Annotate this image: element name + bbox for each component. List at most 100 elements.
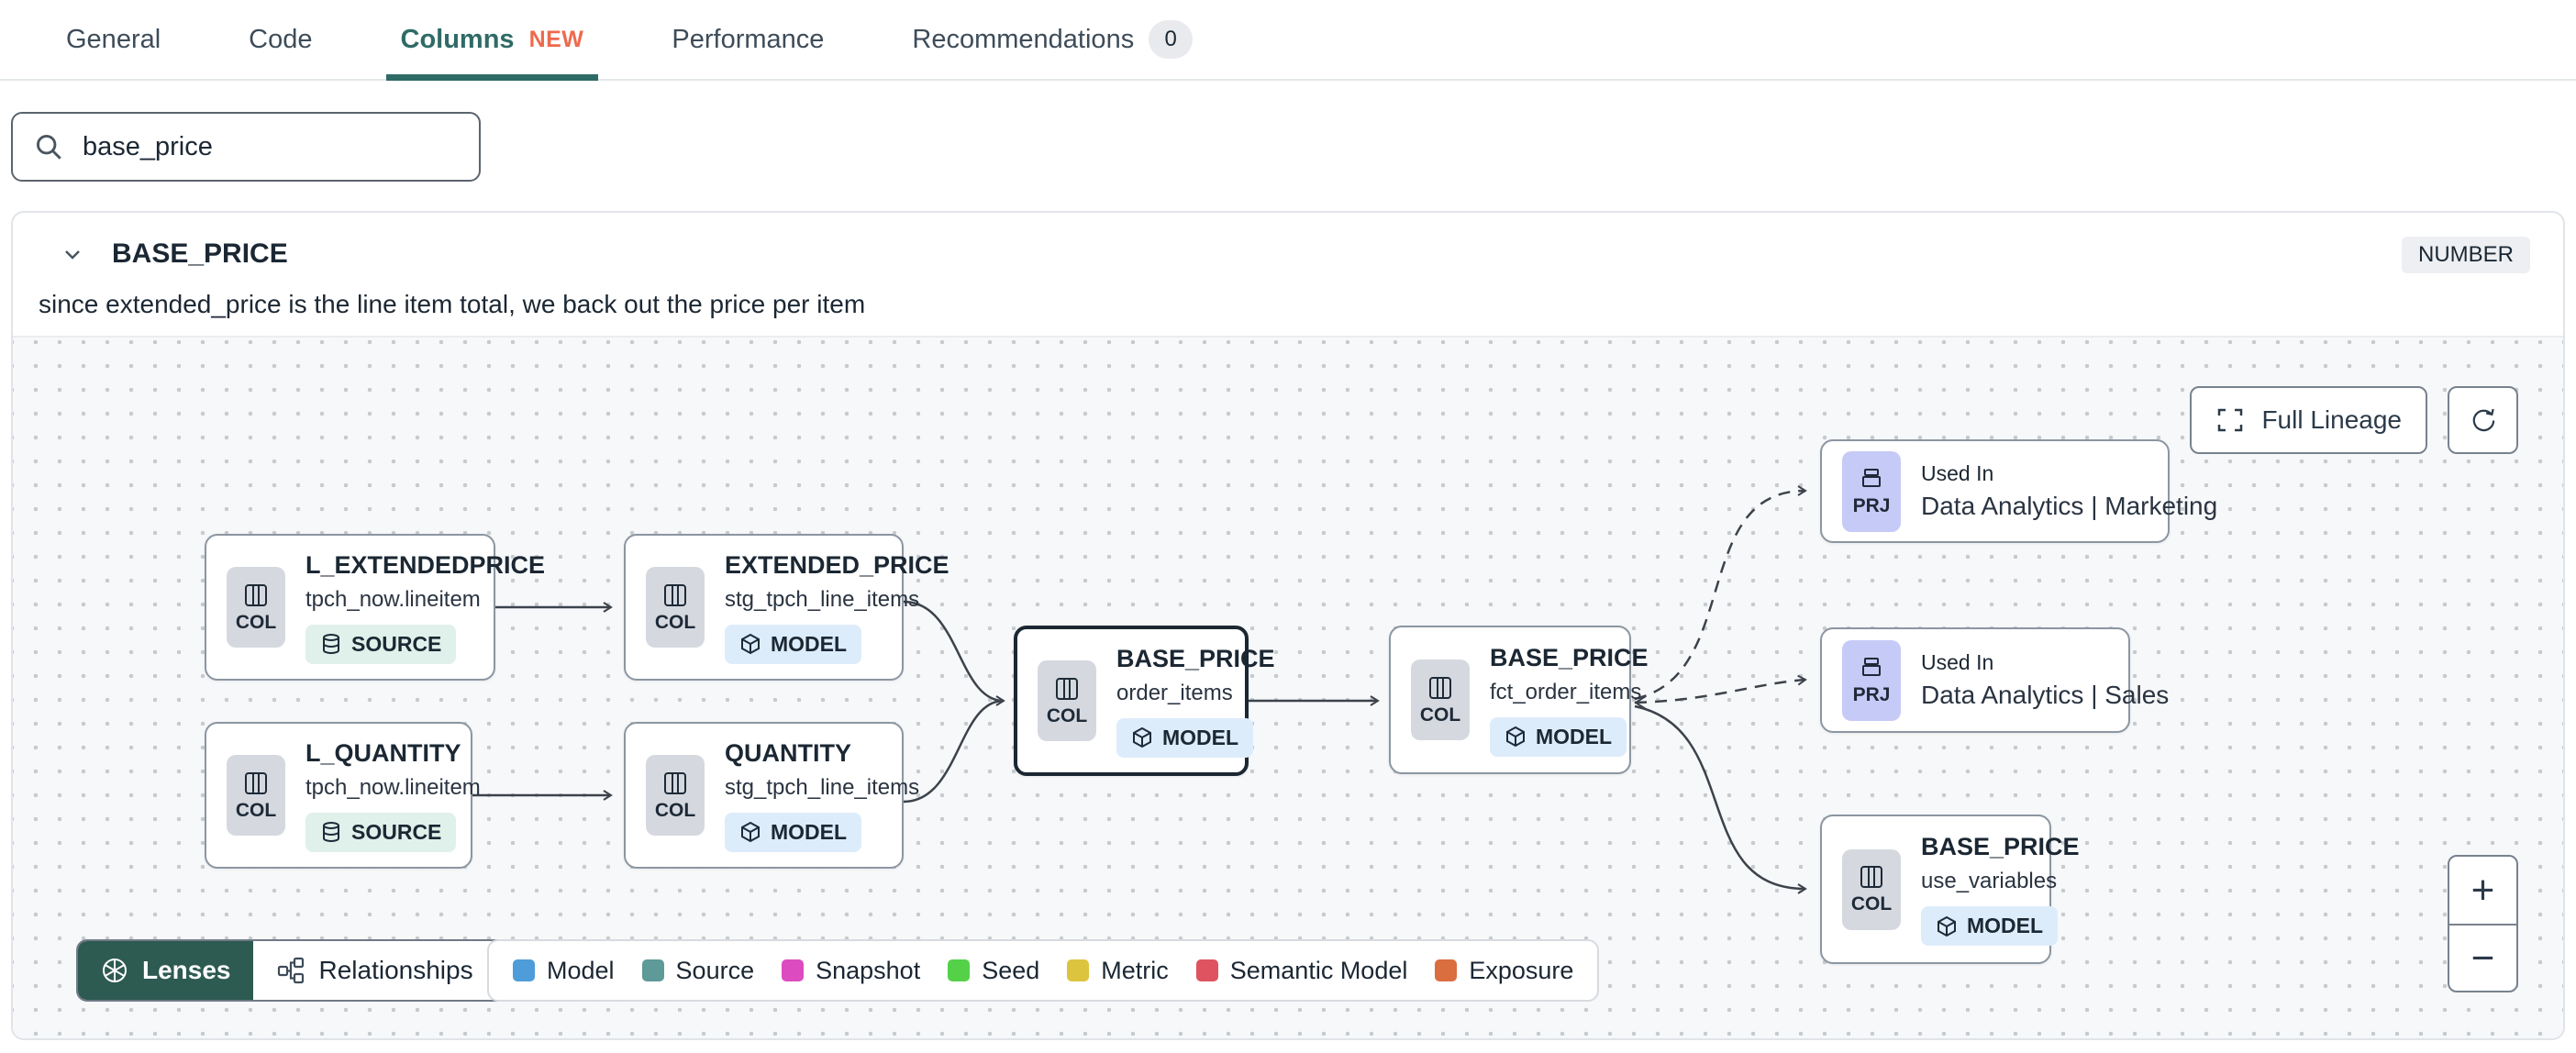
project-icon [1862, 658, 1881, 676]
lineage-node-quantity[interactable]: COL QUANTITY stg_tpch_line_items MODEL [624, 722, 919, 869]
lineage-node-base-price-order-items[interactable]: COL BASE_PRICE order_items MODEL [1014, 626, 1275, 776]
legend-label: Source [675, 956, 755, 984]
recommendations-count-badge: 0 [1149, 20, 1194, 59]
chip-label: PRJ [1852, 495, 1891, 516]
legend-label: Snapshot [816, 956, 921, 984]
relationships-label: Relationships [318, 956, 473, 984]
lineage-legend: Model Source Snapshot Seed Metric Semant… [487, 939, 1600, 1002]
column-card-header: BASE_PRICE NUMBER since extended_price i… [13, 213, 2563, 336]
column-chip: COL [646, 755, 705, 836]
tab-recommendations[interactable]: Recommendations 0 [912, 0, 1194, 79]
edge-back-arrow [1634, 695, 1647, 710]
full-lineage-button[interactable]: Full Lineage [2190, 386, 2427, 454]
tab-code-label: Code [249, 24, 313, 54]
column-description: since extended_price is the line item to… [39, 290, 866, 318]
cube-icon [741, 633, 760, 655]
tab-bar: General Code Columns NEW Performance Rec… [0, 0, 2576, 81]
node-subtitle: use_variables [1921, 869, 2058, 893]
node-subtitle: fct_order_items [1490, 679, 1642, 704]
columns-icon [664, 771, 686, 794]
legend-item-seed: Seed [948, 957, 1039, 985]
columns-icon [245, 583, 267, 606]
tab-performance[interactable]: Performance [672, 0, 824, 79]
legend-label: Seed [982, 956, 1040, 984]
legend-swatch [513, 959, 535, 981]
tab-columns[interactable]: Columns NEW [385, 0, 599, 81]
legend-swatch [1067, 959, 1090, 981]
lineage-node-extended-price[interactable]: COL EXTENDED_PRICE stg_tpch_line_items M… [624, 534, 949, 681]
badge-label: MODEL [1967, 914, 2044, 937]
fullscreen-icon [2218, 408, 2243, 432]
database-icon [323, 634, 339, 654]
zoom-out-button[interactable]: − [2449, 924, 2516, 991]
new-badge: NEW [528, 26, 584, 52]
project-icon [1862, 469, 1881, 487]
project-chip: PRJ [1842, 639, 1901, 721]
node-subtitle: order_items [1116, 680, 1233, 705]
column-chip: COL [227, 567, 285, 648]
lineage-node-base-price-use-variables[interactable]: COL BASE_PRICE use_variables MODEL [1820, 815, 2080, 964]
column-chip: COL [1038, 660, 1096, 741]
legend-item-snapshot: Snapshot [782, 957, 920, 985]
columns-icon [664, 583, 686, 606]
legend-swatch [948, 959, 971, 981]
node-title: BASE_PRICE [1116, 644, 1275, 672]
lineage-node-used-in-sales[interactable]: PRJ Used In Data Analytics | Sales [1820, 627, 2169, 733]
refresh-icon [2472, 408, 2494, 432]
tab-columns-label: Columns [400, 24, 515, 54]
column-chip: COL [646, 567, 705, 648]
legend-swatch [641, 959, 664, 981]
node-subtitle: tpch_now.lineitem [305, 586, 481, 612]
node-title: Used In [1921, 461, 1994, 485]
node-title: BASE_PRICE [1490, 643, 1649, 671]
lineage-node-used-in-marketing[interactable]: PRJ Used In Data Analytics | Marketing [1820, 439, 2217, 543]
column-chip: COL [227, 755, 285, 836]
lineage-node-base-price-fct-order-items[interactable]: COL BASE_PRICE fct_order_items MODEL [1389, 626, 1649, 774]
chip-label: COL [1419, 704, 1461, 726]
legend-item-metric: Metric [1067, 957, 1169, 985]
edge [1634, 485, 1807, 701]
node-subtitle: tpch_now.lineitem [305, 774, 481, 800]
chip-label: COL [1850, 893, 1893, 914]
legend-item-model: Model [513, 957, 615, 985]
node-title: EXTENDED_PRICE [725, 550, 949, 579]
zoom-in-button[interactable]: + [2471, 867, 2495, 913]
node-subtitle: Data Analytics | Sales [1921, 681, 2170, 709]
lenses-button[interactable]: Lenses [78, 941, 253, 1000]
relationships-dropdown[interactable]: Relationships [252, 941, 532, 1000]
source-badge: SOURCE [305, 624, 457, 664]
legend-swatch [782, 959, 805, 981]
chip-label: COL [1046, 704, 1088, 726]
node-title: L_EXTENDEDPRICE [305, 550, 546, 579]
columns-icon [1860, 866, 1882, 888]
lineage-canvas[interactable]: COL L_EXTENDEDPRICE tpch_now.lineitem SO… [13, 336, 2563, 1038]
node-title: L_QUANTITY [305, 738, 461, 767]
column-chip: COL [1842, 848, 1901, 930]
tab-code[interactable]: Code [249, 0, 312, 79]
tab-general[interactable]: General [66, 0, 161, 79]
lineage-node-l-quantity[interactable]: COL L_QUANTITY tpch_now.lineitem SOURCE [205, 722, 481, 869]
cube-icon [741, 821, 760, 843]
lens-aperture-icon [103, 959, 127, 982]
column-search[interactable] [11, 112, 481, 182]
badge-label: MODEL [771, 631, 848, 656]
chip-label: COL [654, 611, 696, 633]
chevron-down-icon[interactable] [61, 242, 84, 266]
refresh-button[interactable] [2448, 386, 2518, 454]
legend-label: Model [547, 956, 615, 984]
node-subtitle: stg_tpch_line_items [725, 586, 920, 612]
chip-label: PRJ [1852, 684, 1891, 705]
legend-label: Metric [1101, 956, 1169, 984]
model-badge: MODEL [1921, 906, 2059, 946]
search-input[interactable] [83, 131, 457, 162]
column-name: BASE_PRICE [112, 238, 288, 269]
tab-general-label: General [66, 24, 161, 54]
lineage-node-l-extendedprice[interactable]: COL L_EXTENDEDPRICE tpch_now.lineitem SO… [205, 534, 545, 681]
model-badge: MODEL [1116, 717, 1254, 758]
tab-recommendations-label: Recommendations [912, 24, 1135, 54]
cube-icon [1938, 915, 1956, 937]
badge-label: MODEL [771, 819, 848, 844]
cube-icon [1506, 726, 1525, 748]
badge-label: MODEL [1162, 725, 1239, 749]
columns-icon [1056, 677, 1078, 700]
